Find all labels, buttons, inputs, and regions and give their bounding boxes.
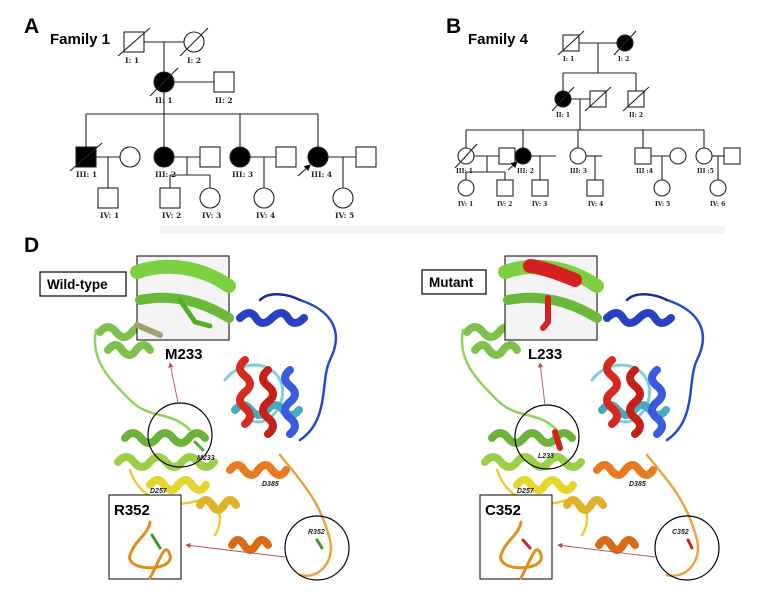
- panel-a-pedigree: A Family 1 I: 1 I: 2 II: 1 II: 2 III: 1: [24, 15, 377, 220]
- mutant-top-residue: L233: [528, 346, 562, 363]
- svg-text:R352: R352: [308, 529, 325, 536]
- mutant-c352-circle: [654, 515, 720, 581]
- svg-text:III: 1: III: 1: [76, 170, 97, 179]
- svg-text:IV: 4: IV: 4: [256, 211, 275, 220]
- wild-type-site-circle: [147, 402, 213, 468]
- svg-text:III: 4: III: 4: [311, 170, 332, 179]
- svg-text:IV: 3: IV: 3: [202, 211, 221, 220]
- svg-text:II: 2: II: 2: [215, 96, 233, 105]
- svg-text:I: 2: I: 2: [187, 56, 201, 65]
- svg-text:IV: 2: IV: 2: [497, 201, 512, 208]
- panel-d-letter: D: [24, 234, 39, 257]
- svg-text:IV: 5: IV: 5: [655, 201, 670, 208]
- svg-text:I: 1: I: 1: [125, 56, 139, 65]
- svg-text:IV: 1: IV: 1: [100, 211, 119, 220]
- svg-text:I: 1: I: 1: [563, 56, 574, 63]
- pedigree-a-III4-proband: [307, 146, 329, 168]
- svg-text:IV: 4: IV: 4: [588, 201, 603, 208]
- svg-text:I: 2: I: 2: [618, 56, 629, 63]
- pedigree-a-III3: [229, 146, 251, 168]
- svg-text:II: 2: II: 2: [629, 112, 643, 119]
- svg-text:D385: D385: [262, 481, 279, 488]
- wild-type-annotations: Wild-type M233 M233 D257 D385 R352 R352: [39, 255, 350, 581]
- svg-text:IV: 1: IV: 1: [458, 201, 473, 208]
- pedigree-a-III2: [153, 146, 175, 168]
- wild-type-bottom-residue: R352: [114, 502, 150, 519]
- panel-a-letter: A: [24, 15, 39, 38]
- svg-text:III: 3: III: 3: [232, 170, 253, 179]
- svg-text:IV: 6: IV: 6: [710, 201, 725, 208]
- panel-a-title: Family 1: [50, 31, 110, 48]
- svg-text:III: 3: III: 3: [570, 168, 587, 175]
- panel-b-pedigree: B Family 4 I: 1 I: 2 II: 1 II: 2: [446, 15, 741, 208]
- svg-text:D385: D385: [629, 481, 646, 488]
- separator: [160, 226, 725, 234]
- svg-text:D257: D257: [517, 488, 535, 495]
- mutant-label: Mutant: [429, 275, 474, 290]
- protein-structure-wild-type: [93, 293, 338, 578]
- svg-text:III :4: III :4: [636, 168, 653, 175]
- svg-text:III: 2: III: 2: [155, 170, 176, 179]
- mutant-bottom-residue: C352: [485, 502, 521, 519]
- wild-type-zoom-bottom: [108, 494, 182, 580]
- wild-type-top-residue: M233: [165, 346, 203, 363]
- panel-b-letter: B: [446, 15, 461, 38]
- svg-text:IV: 5: IV: 5: [335, 211, 354, 220]
- svg-text:III: 1: III: 1: [456, 168, 473, 175]
- svg-text:M233: M233: [197, 455, 215, 462]
- mutant-annotations: Mutant L233 L233 D257 D385 C352 C352: [421, 255, 720, 581]
- panel-b-title: Family 4: [468, 31, 529, 48]
- mutant-zoom-bottom: [479, 494, 553, 580]
- mutant-site-circle: [514, 404, 580, 470]
- svg-text:III :5: III :5: [697, 168, 714, 175]
- svg-text:L233: L233: [538, 453, 554, 460]
- svg-text:III: 2: III: 2: [517, 168, 534, 175]
- svg-text:II: 1: II: 1: [556, 112, 570, 119]
- svg-text:C352: C352: [672, 529, 689, 536]
- svg-text:D257: D257: [150, 488, 168, 495]
- wild-type-r352-circle: [284, 515, 350, 581]
- wild-type-label: Wild-type: [47, 277, 108, 292]
- svg-text:IV: 3: IV: 3: [532, 201, 547, 208]
- svg-text:IV: 2: IV: 2: [162, 211, 181, 220]
- pedigree-a-II2: [213, 71, 235, 93]
